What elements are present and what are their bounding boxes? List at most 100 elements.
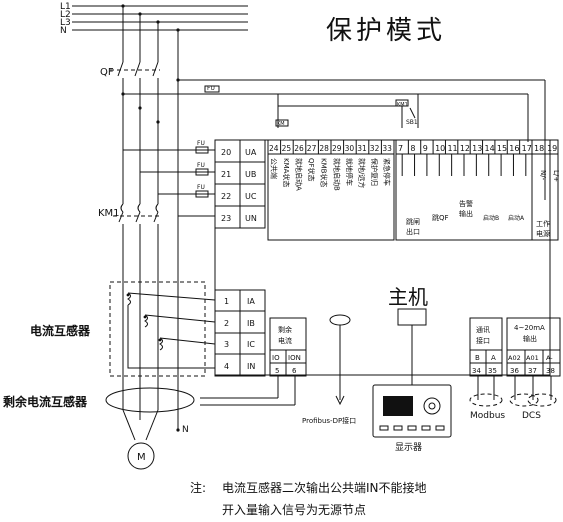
un-num: 23 <box>221 214 231 223</box>
uc-num: 22 <box>221 192 231 201</box>
comm-title-1: 通讯 <box>476 325 490 334</box>
host-label: 主机 <box>388 285 428 309</box>
top-terminal-label: QF状态 <box>307 158 316 182</box>
t37-num: 37 <box>528 367 537 375</box>
a-minus-label: A- <box>546 354 553 362</box>
residual-ct-ring <box>105 387 195 413</box>
top-terminal-label: 就地启动A <box>295 158 304 191</box>
top-terminal-num: 32 <box>370 144 380 153</box>
analog-title-2: 输出 <box>523 334 537 343</box>
profibus-label: Profibus-DP接口 <box>302 416 356 425</box>
motor-label: M <box>137 452 146 463</box>
km-label: KM <box>277 121 285 127</box>
top-terminal-label: 就地停车 <box>345 158 354 186</box>
top-terminal-label: 就地启动B <box>332 158 341 191</box>
bus-l1-label: L1 <box>60 2 71 12</box>
power-terminals: 18 19 N/- L/+ 工作 电源 <box>531 139 560 241</box>
t34-num: 34 <box>472 367 481 375</box>
un-label: UN <box>245 214 257 223</box>
motor-symbol <box>127 442 155 470</box>
ic-num: 3 <box>224 340 229 349</box>
ib-num: 2 <box>224 319 229 328</box>
relay-terminal-num: 13 <box>472 144 482 153</box>
l-plus-label: L/+ <box>552 170 560 182</box>
relay-terminal-num: 17 <box>522 144 532 153</box>
trip-qf-label: 跳QF <box>432 213 449 222</box>
ub-num: 21 <box>221 170 231 179</box>
comm-a-label: A <box>491 354 496 362</box>
residual-ct-label: 剩余电流互感器 <box>3 394 88 409</box>
relay-terminal-num: 10 <box>435 144 445 153</box>
top-terminal-num: 29 <box>332 144 342 153</box>
power-bus: L1 L2 L3 N <box>60 2 248 36</box>
current-transformers <box>109 281 216 377</box>
trip-label: 跳闸 <box>406 217 420 226</box>
relay-terminal-num: 14 <box>485 144 495 153</box>
analog-output-terminals: 4~20mA 输出 A02 A01 A- 36 37 38 DCS <box>506 317 561 421</box>
t36-num: 36 <box>510 367 519 375</box>
top-terminal-num: 28 <box>319 144 329 153</box>
top-terminal-label: 保护复归 <box>370 158 379 186</box>
control-wiring: FU KM1 SB1 KM <box>123 79 546 142</box>
uc-label: UC <box>245 192 257 201</box>
t18-num: 18 <box>534 144 544 153</box>
t6-num: 6 <box>292 367 297 375</box>
t19-num: 19 <box>547 144 557 153</box>
residual-title-1: 剩余 <box>278 325 292 334</box>
dcs-label: DCS <box>522 411 541 421</box>
ct-input-terminals: 1 IA 2 IB 3 IC 4 IN <box>214 289 266 377</box>
km1-label: KM1 <box>98 208 120 219</box>
power-label: 电源 <box>536 229 550 238</box>
comm-title-2: 接口 <box>476 336 490 345</box>
comm-b-label: B <box>475 354 480 362</box>
ib-label: IB <box>247 319 255 328</box>
io-label: IO <box>272 354 280 362</box>
km1-small-label: KM1 <box>397 102 408 108</box>
t35-num: 35 <box>488 367 497 375</box>
top-terminal-num: 27 <box>307 144 317 153</box>
analog-title-1: 4~20mA <box>514 324 545 332</box>
in-label: IN <box>247 362 255 371</box>
work-label: 工作 <box>536 219 550 228</box>
modbus-label: Modbus <box>470 411 505 421</box>
sb1-label: SB1 <box>406 119 418 126</box>
n-minus-label: N/- <box>539 170 547 181</box>
top-terminal-label: 就地/远方 <box>358 158 367 188</box>
ic-label: IC <box>247 340 255 349</box>
ct-label: 电流互感器 <box>30 323 91 338</box>
top-terminal-num: 31 <box>357 144 367 153</box>
alarm-label: 告警 <box>459 199 473 208</box>
start-b-label: 启动B <box>483 214 499 222</box>
top-terminal-label: KMA状态 <box>282 158 291 187</box>
bus-l2-label: L2 <box>60 10 71 20</box>
relay-terminal-num: 15 <box>497 144 507 153</box>
top-terminal-num: 30 <box>345 144 355 153</box>
ia-label: IA <box>247 297 255 306</box>
ua-label: UA <box>245 148 257 157</box>
diagram-title: 保护模式 <box>326 16 446 46</box>
residual-title-2: 电流 <box>278 336 292 345</box>
t5-num: 5 <box>275 367 279 375</box>
display-screen <box>383 396 413 416</box>
fu-ua-label: FU <box>197 140 205 147</box>
top-terminal-label: 公共端 <box>269 158 278 179</box>
profibus-connector: Profibus-DP接口 <box>302 314 356 425</box>
relay-terminal-num: 8 <box>410 144 415 153</box>
bus-n-label: N <box>60 26 67 36</box>
ia-num: 1 <box>224 297 229 306</box>
top-terminal-num: 33 <box>382 144 392 153</box>
top-terminal-label: KMB状态 <box>320 158 329 187</box>
relay-terminal-num: 9 <box>423 144 428 153</box>
fu-top-label: FU <box>207 85 215 92</box>
trip-label-2: 出口 <box>406 227 420 236</box>
relay-terminal-num: 16 <box>509 144 519 153</box>
top-terminal-num: 26 <box>294 144 304 153</box>
ua-num: 20 <box>221 148 231 157</box>
t38-num: 38 <box>546 367 555 375</box>
top-terminal-num: 24 <box>269 144 279 153</box>
note-prefix: 注: <box>190 480 206 495</box>
top-terminal-num: 25 <box>282 144 292 153</box>
